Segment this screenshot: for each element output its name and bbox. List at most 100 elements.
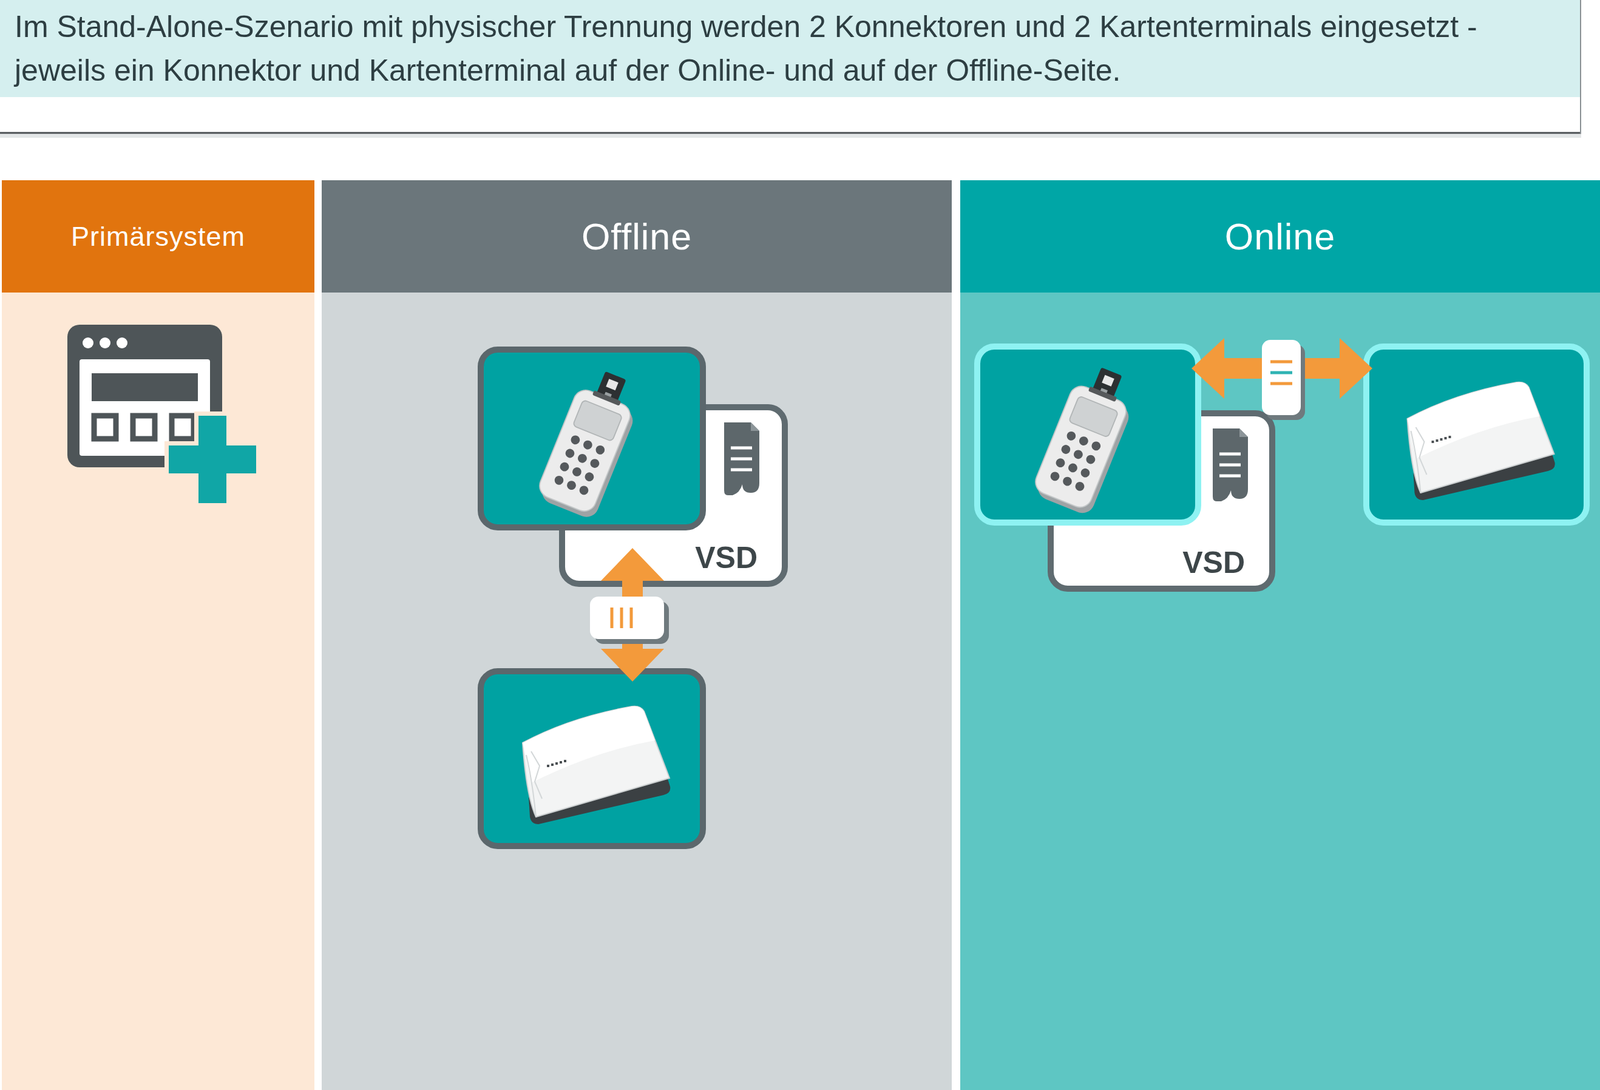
card-terminal (1088, 386, 1117, 403)
data-tag (610, 607, 614, 629)
connector-device (1411, 430, 1421, 493)
card-terminal (1077, 435, 1090, 447)
card-terminal (1061, 475, 1074, 488)
connector-device (551, 763, 554, 767)
connector-device (1416, 427, 1428, 475)
document-icon (1219, 463, 1241, 467)
connector-device (1407, 382, 1555, 493)
card-terminal (582, 439, 594, 451)
card-terminal (576, 452, 589, 465)
illustration (1, 180, 315, 1090)
box-label: VSD (694, 541, 758, 575)
column-band: OfflineVSD (321, 180, 952, 1090)
banner-background (0, 0, 1580, 98)
plus-icon (168, 415, 257, 504)
title-holder: Im Stand-Alone-Szenario mit physischer T… (14, 4, 1560, 93)
connector-device (531, 751, 543, 799)
document-icon (730, 446, 753, 450)
card-terminal (1054, 457, 1066, 469)
card-terminal (569, 433, 581, 446)
card-terminal (1084, 453, 1097, 465)
card-terminal (572, 400, 623, 442)
banner-background (1579, 0, 1582, 134)
window-icon (94, 415, 116, 439)
data-tag (589, 596, 665, 640)
card-terminal (558, 461, 570, 473)
box-label: VSD (1182, 546, 1245, 580)
window-icon (91, 373, 198, 402)
card-terminal (605, 378, 619, 391)
connector-device (1436, 439, 1439, 442)
card-terminal (552, 474, 565, 487)
card-terminal (1030, 360, 1143, 518)
data-tag (589, 596, 669, 645)
card-terminal-box (480, 349, 703, 528)
connector-device (1431, 440, 1435, 444)
connector-device (1448, 435, 1452, 439)
card-terminal (1072, 448, 1085, 461)
connector-device (1440, 438, 1443, 441)
card-terminal (1059, 443, 1072, 456)
card-terminal (534, 364, 647, 521)
document-icon (1212, 428, 1248, 502)
data-box: VSD (1047, 410, 1276, 592)
card-terminal (1065, 430, 1077, 442)
connector-device (526, 755, 536, 817)
card-terminal (1079, 467, 1091, 479)
connector-device (1407, 382, 1540, 459)
document-icon (1212, 428, 1248, 502)
connector-box (1366, 346, 1587, 523)
data-tag (1270, 371, 1293, 375)
column-heading: Offline (321, 180, 952, 293)
column-band: OnlineVSD (960, 180, 1600, 1090)
data-box: VSD (559, 404, 788, 587)
card-terminal-box (977, 346, 1199, 523)
document-icon (1239, 428, 1248, 438)
card-terminal (563, 447, 576, 459)
illustration (321, 180, 952, 1090)
card-terminal (1068, 395, 1119, 438)
connector-device (522, 706, 671, 825)
data-tag (630, 607, 634, 629)
data-tag (620, 607, 624, 629)
banner-background (0, 132, 1582, 135)
connector-device (559, 761, 563, 764)
column-band: Primärsystem (1, 180, 315, 1090)
connector-device (1407, 382, 1556, 501)
data-tag (1261, 339, 1306, 421)
connector-box (480, 671, 703, 847)
card-terminal (565, 479, 578, 492)
plus-icon (168, 415, 257, 504)
window-icon (116, 337, 128, 349)
document-icon (724, 422, 760, 496)
card-terminal (1048, 470, 1061, 482)
document-icon (730, 468, 753, 472)
card-terminal (1090, 440, 1102, 452)
data-tag (1270, 382, 1293, 386)
card-terminal (588, 457, 601, 470)
card-terminal (571, 466, 583, 478)
connector-device (563, 759, 567, 763)
card-terminal (583, 471, 595, 483)
data-tag (1261, 339, 1301, 416)
window-icon (171, 415, 194, 439)
card-terminal-box (480, 349, 703, 528)
window-icon (99, 337, 111, 349)
data-tag (1270, 360, 1293, 364)
connector-device (546, 764, 550, 768)
card-terminal (594, 444, 606, 456)
connector-box (1366, 346, 1587, 523)
connector-box (480, 671, 703, 847)
card-terminal (592, 390, 621, 407)
column-heading: Primärsystem (1, 180, 315, 293)
title-text: Im Stand-Alone-Szenario mit physischer T… (14, 4, 1560, 93)
window-icon (132, 415, 155, 439)
connector-device (555, 762, 558, 765)
connector-device (522, 706, 670, 817)
plus-icon (168, 415, 257, 504)
banner-background (0, 134, 1582, 138)
column-heading: Online (960, 180, 1600, 293)
connector-device (522, 706, 655, 784)
card-terminal (577, 484, 590, 496)
